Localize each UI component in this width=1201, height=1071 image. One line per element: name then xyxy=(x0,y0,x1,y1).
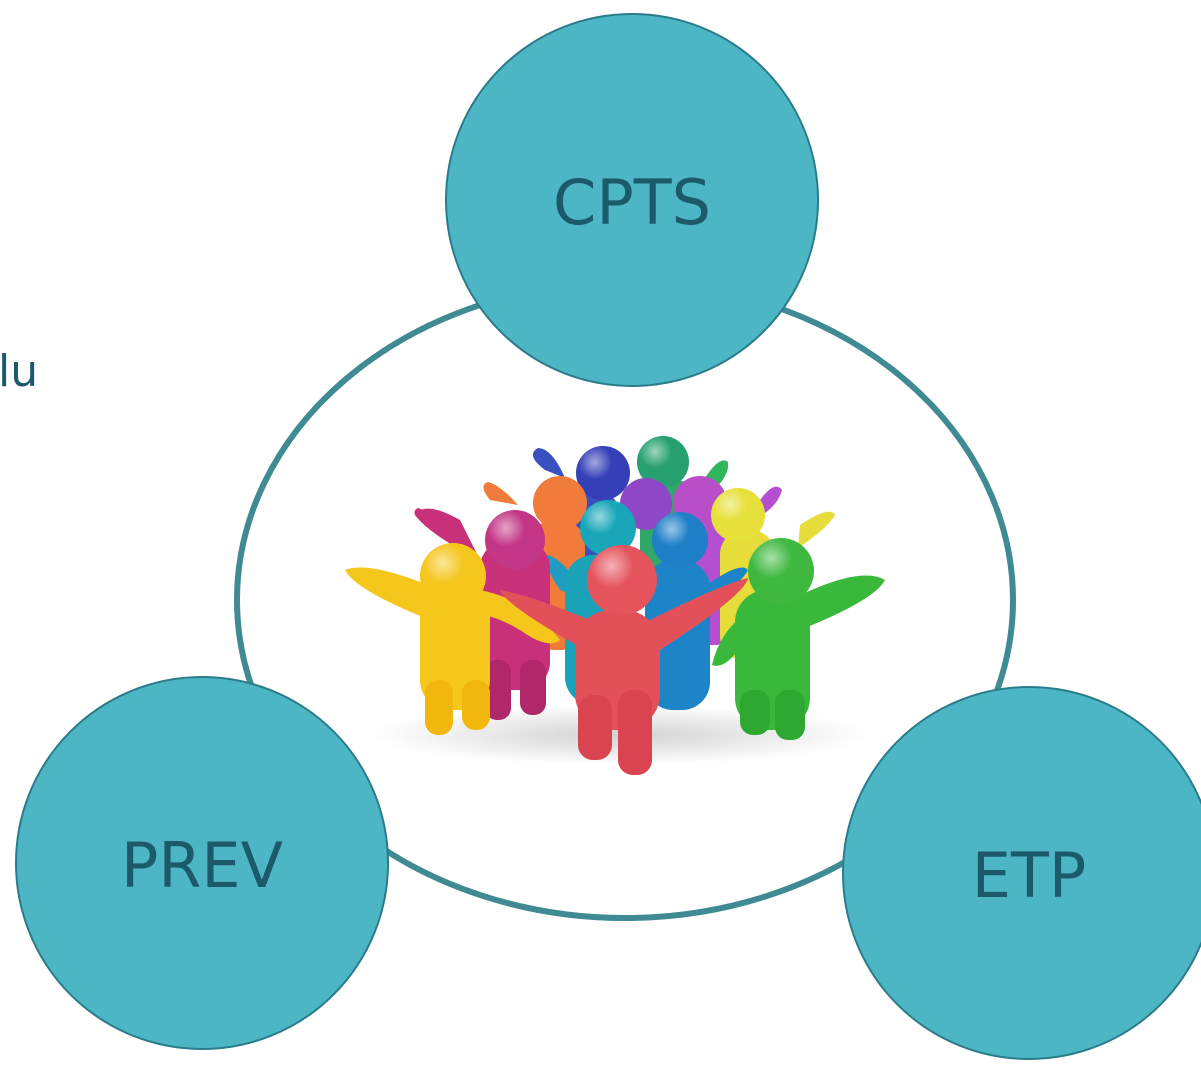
people-group-image xyxy=(345,436,885,775)
partial-slide-text: lu xyxy=(0,346,39,397)
node-cpts-circle xyxy=(445,13,819,387)
node-prev-label: PREV xyxy=(121,829,283,902)
node-prev-circle xyxy=(15,676,389,1050)
node-etp-label: ETP xyxy=(972,839,1086,912)
node-etp-circle xyxy=(842,686,1201,1060)
node-etp: ETP xyxy=(842,686,1201,1060)
node-cpts-label: CPTS xyxy=(553,166,711,239)
node-prev: PREV xyxy=(15,676,389,1050)
node-cpts: CPTS xyxy=(445,13,819,387)
